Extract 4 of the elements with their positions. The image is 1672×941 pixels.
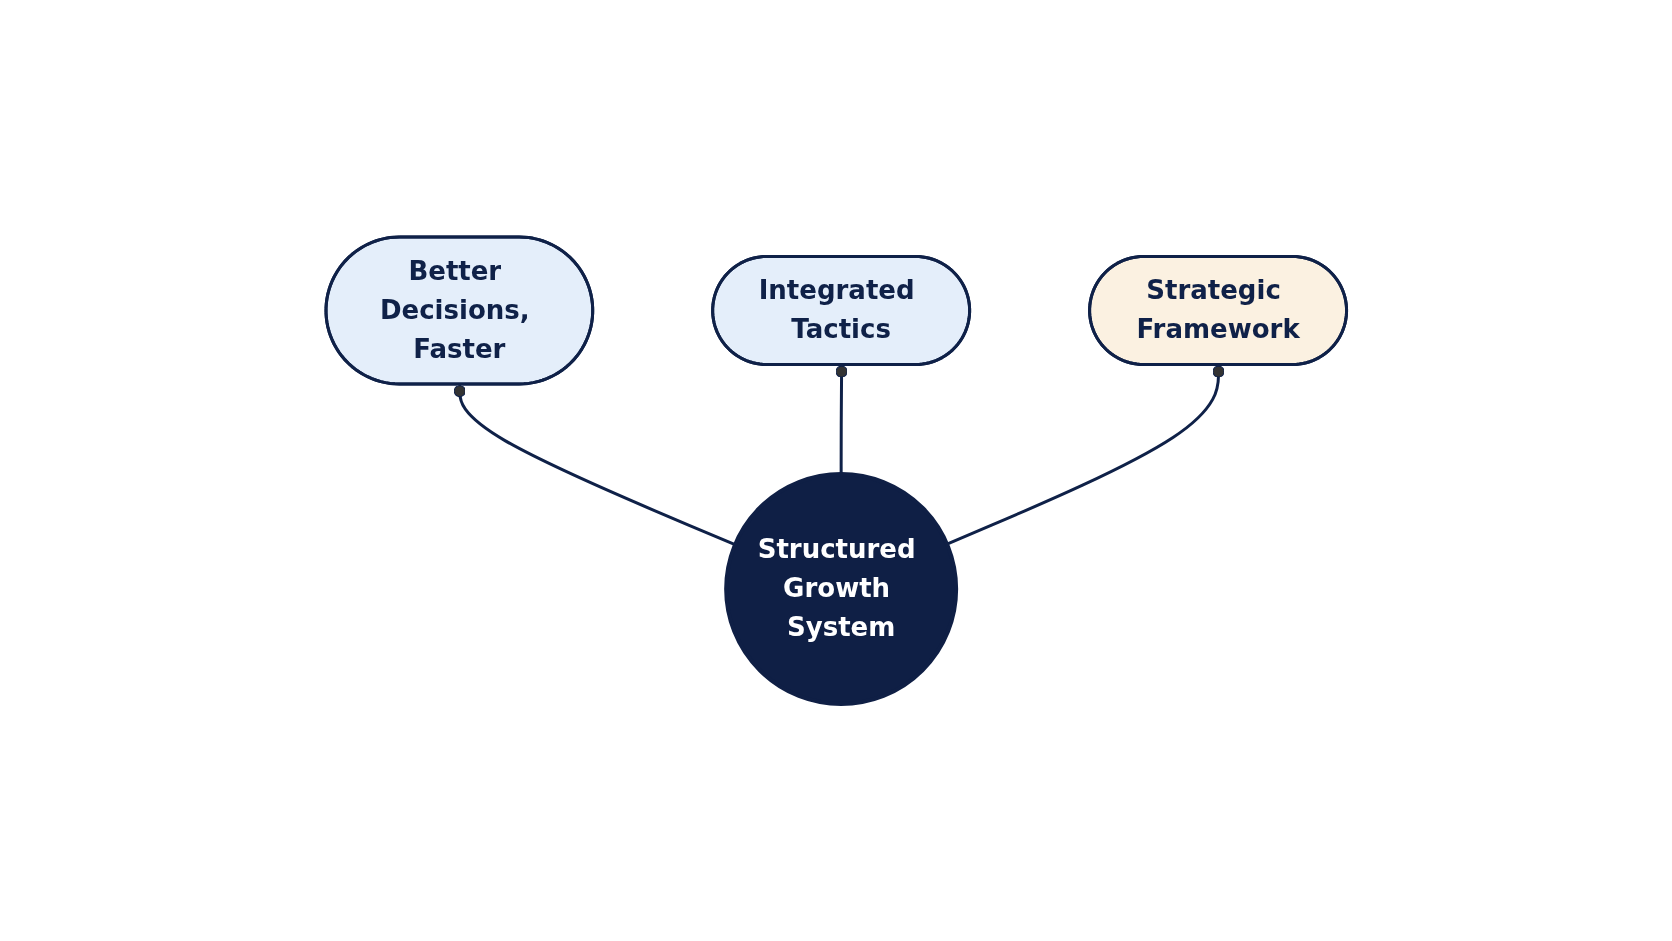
connector <box>835 365 848 474</box>
node-circle: Structured Growth System <box>723 472 958 706</box>
connector <box>453 384 736 546</box>
connector <box>946 365 1225 546</box>
